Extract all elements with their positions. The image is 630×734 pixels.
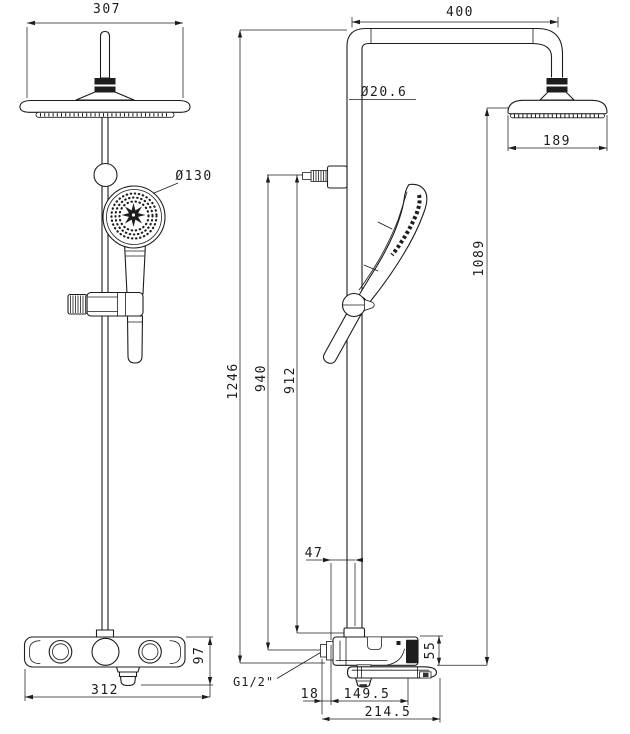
dim-overhead-width: 307 xyxy=(26,2,184,98)
dim-overall-depth: 214.5 xyxy=(322,678,441,723)
dim-valve-height-front: 97 xyxy=(141,636,213,697)
front-view xyxy=(19,30,191,687)
dim-label-pipe-diameter: Ø20.6 xyxy=(361,85,408,100)
overhead-shower-side xyxy=(507,99,608,119)
slider-knob-side xyxy=(341,292,375,318)
dim-overhead-diameter-side: 189 xyxy=(507,115,608,151)
mixer-valve-front xyxy=(23,629,186,687)
dim-label-307: 307 xyxy=(93,2,121,17)
dim-label-312: 312 xyxy=(91,683,119,698)
hand-shower-side xyxy=(322,183,428,364)
swivel-spout-side xyxy=(346,666,438,679)
dim-label-189: 189 xyxy=(543,134,571,149)
dim-arm-reach: 400 xyxy=(351,5,559,28)
dim-label-hand-shower-diameter: Ø130 xyxy=(175,169,212,184)
dim-label-47: 47 xyxy=(305,546,324,561)
dim-valve-width: 312 xyxy=(24,669,210,701)
dim-inlet-height: 940 xyxy=(254,174,321,651)
dim-inlet-thread: G1/2" xyxy=(233,652,321,689)
dim-label-97: 97 xyxy=(192,646,207,665)
hand-shower-holder-front xyxy=(67,291,144,317)
side-view xyxy=(302,27,608,688)
dim-label-g12: G1/2" xyxy=(233,675,274,689)
inlet-fitting xyxy=(326,641,334,661)
wall-plate-side xyxy=(406,639,419,664)
center-knob xyxy=(91,637,120,666)
dim-label-214-5: 214.5 xyxy=(365,705,412,720)
dim-pipe-diameter: Ø20.6 xyxy=(349,85,416,100)
outlet-spout-front xyxy=(115,666,141,687)
dim-label-400: 400 xyxy=(446,5,474,20)
dim-label-1246: 1246 xyxy=(226,362,241,399)
dim-total-height: 1246 xyxy=(226,29,347,664)
overhead-shower-front xyxy=(19,99,191,118)
dim-label-18: 18 xyxy=(301,687,320,702)
riser-pipe-side xyxy=(346,27,564,629)
dim-overhead-height: 1089 xyxy=(472,107,509,665)
dim-label-149-5: 149.5 xyxy=(344,687,391,702)
hand-shower-handle-front xyxy=(123,242,147,364)
wall-bracket-side xyxy=(302,165,348,189)
dim-label-940: 940 xyxy=(254,364,269,392)
dim-label-55: 55 xyxy=(423,641,438,660)
slide-rail-front xyxy=(101,116,109,631)
dim-label-912: 912 xyxy=(283,366,298,394)
shower-arm-front xyxy=(75,30,135,101)
dimension-annotations: 307 400 Ø20.6 Ø130 189 xyxy=(24,2,608,723)
dim-label-1089: 1089 xyxy=(472,239,487,276)
dim-inlet-offset-and-spout-depth: 18 149.5 xyxy=(301,645,409,715)
dim-valve-height-side: 55 xyxy=(420,635,487,666)
shower-arm-joint-side xyxy=(539,78,575,101)
hand-shower-front xyxy=(102,185,166,249)
dim-hand-shower-diameter: Ø130 xyxy=(152,169,212,194)
dim-rail-height: 912 xyxy=(283,175,344,634)
mixer-valve-side xyxy=(320,627,438,688)
dim-rail-offset: 47 xyxy=(305,546,363,640)
slider-ring-front xyxy=(93,162,118,188)
hand-shower-outlet-side xyxy=(354,677,373,688)
